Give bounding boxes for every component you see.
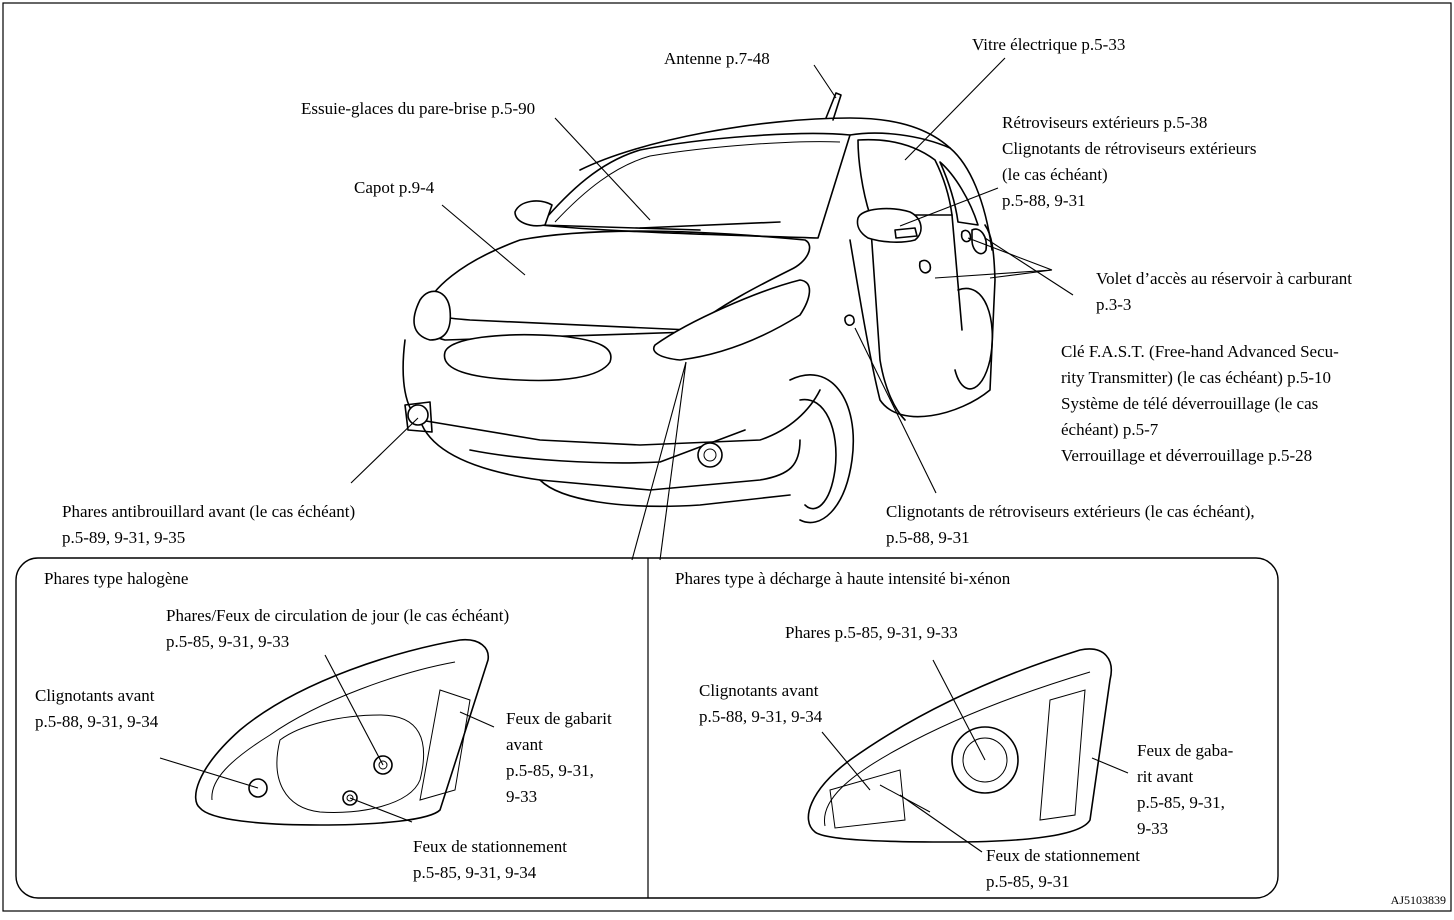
- mirror-left: [514, 200, 553, 227]
- halogen-gabarit-3: p.5-85, 9-31,: [506, 761, 594, 780]
- fog-light-right: [697, 442, 723, 468]
- xenon-gabarit-1: Feux de gaba-: [1137, 741, 1234, 760]
- label-capot: Capot p.9-4: [354, 178, 435, 197]
- halogen-gabarit-2: avant: [506, 735, 543, 754]
- halogen-clign-2: p.5-88, 9-31, 9-34: [35, 712, 159, 731]
- fuel-flap: [971, 228, 988, 255]
- label-systeme-2: échéant) p.5-7: [1061, 420, 1159, 439]
- fog-light-left: [407, 404, 429, 426]
- halogen-headlight-drawing: [194, 638, 489, 826]
- halogen-labels: Phares type halogène Phares/Feux de circ…: [35, 569, 612, 882]
- label-antenne: Antenne p.7-48: [664, 49, 770, 68]
- label-retro-1: Rétroviseurs extérieurs p.5-38: [1002, 113, 1207, 132]
- figure-id: AJ5103839: [1391, 893, 1446, 907]
- halogen-title: Phares type halogène: [44, 569, 188, 588]
- label-systeme-1: Système de télé déverrouillage (le cas: [1061, 394, 1318, 413]
- side-turn-signal: [844, 314, 855, 327]
- label-phares-ab-1: Phares antibrouillard avant (le cas éché…: [62, 502, 355, 521]
- halogen-station-2: p.5-85, 9-31, 9-34: [413, 863, 537, 882]
- xenon-clign-2: p.5-88, 9-31, 9-34: [699, 707, 823, 726]
- label-retro-3: (le cas échéant): [1002, 165, 1108, 184]
- roof-side: [849, 132, 993, 251]
- front-wheel: [789, 374, 854, 524]
- upper-grille: [443, 334, 612, 382]
- xenon-clign-1: Clignotants avant: [699, 681, 819, 700]
- xenon-gabarit-3: p.5-85, 9-31,: [1137, 793, 1225, 812]
- halogen-drl-1: Phares/Feux de circulation de jour (le c…: [166, 606, 509, 625]
- door-handle-rear: [960, 229, 972, 243]
- label-clign-side-1: Clignotants de rétroviseurs extérieurs (…: [886, 502, 1255, 521]
- halogen-gabarit-4: 9-33: [506, 787, 537, 806]
- label-retro-2: Clignotants de rétroviseurs extérieurs: [1002, 139, 1256, 158]
- xenon-headlight-drawing: [807, 648, 1112, 843]
- xenon-phares-1: Phares p.5-85, 9-31, 9-33: [785, 623, 958, 642]
- xenon-leader-lines: [821, 659, 1129, 853]
- halogen-drl-2: p.5-85, 9-31, 9-33: [166, 632, 289, 651]
- label-essuie: Essuie-glaces du pare-brise p.5-90: [301, 99, 535, 118]
- front-bumper: [402, 339, 821, 446]
- headlight-detail-panel: [15, 557, 1279, 899]
- roof-outline: [579, 117, 951, 171]
- top-leader-lines: [350, 57, 1074, 561]
- xenon-title: Phares type à décharge à haute intensité…: [675, 569, 1011, 588]
- label-vitre: Vitre électrique p.5-33: [972, 35, 1125, 54]
- halogen-station-1: Feux de stationnement: [413, 837, 567, 856]
- halogen-leader-lines: [159, 654, 495, 823]
- side-window-front: [857, 138, 953, 216]
- label-volet-1: Volet d’accès au réservoir à carburant: [1096, 269, 1352, 288]
- xenon-station-1: Feux de stationnement: [986, 846, 1140, 865]
- windshield-outline: [539, 132, 851, 239]
- xenon-gabarit-2: rit avant: [1137, 767, 1193, 786]
- headlight-right: [653, 279, 811, 361]
- halogen-clign-1: Clignotants avant: [35, 686, 155, 705]
- side-window-rear: [939, 161, 979, 226]
- top-labels: Antenne p.7-48 Vitre électrique p.5-33 E…: [62, 35, 1352, 547]
- label-phares-ab-2: p.5-89, 9-31, 9-35: [62, 528, 185, 547]
- car-illustration: [402, 92, 996, 524]
- label-clign-side-2: p.5-88, 9-31: [886, 528, 970, 547]
- label-cle-1: Clé F.A.S.T. (Free-hand Advanced Secu-: [1061, 342, 1339, 361]
- antenna-shape: [825, 92, 842, 121]
- label-verrou: Verrouillage et déverrouillage p.5-28: [1061, 446, 1312, 465]
- xenon-labels: Phares type à décharge à haute intensité…: [675, 569, 1234, 891]
- door-line: [869, 214, 906, 421]
- label-retro-4: p.5-88, 9-31: [1002, 191, 1086, 210]
- door-handle-front: [918, 259, 932, 274]
- label-cle-2: rity Transmitter) (le cas échéant) p.5-1…: [1061, 368, 1331, 387]
- label-volet-2: p.3-3: [1096, 295, 1131, 314]
- halogen-gabarit-1: Feux de gabarit: [506, 709, 612, 728]
- headlight-left: [413, 290, 452, 341]
- xenon-gabarit-4: 9-33: [1137, 819, 1168, 838]
- rear-wheel: [954, 287, 994, 390]
- xenon-station-2: p.5-85, 9-31: [986, 872, 1070, 891]
